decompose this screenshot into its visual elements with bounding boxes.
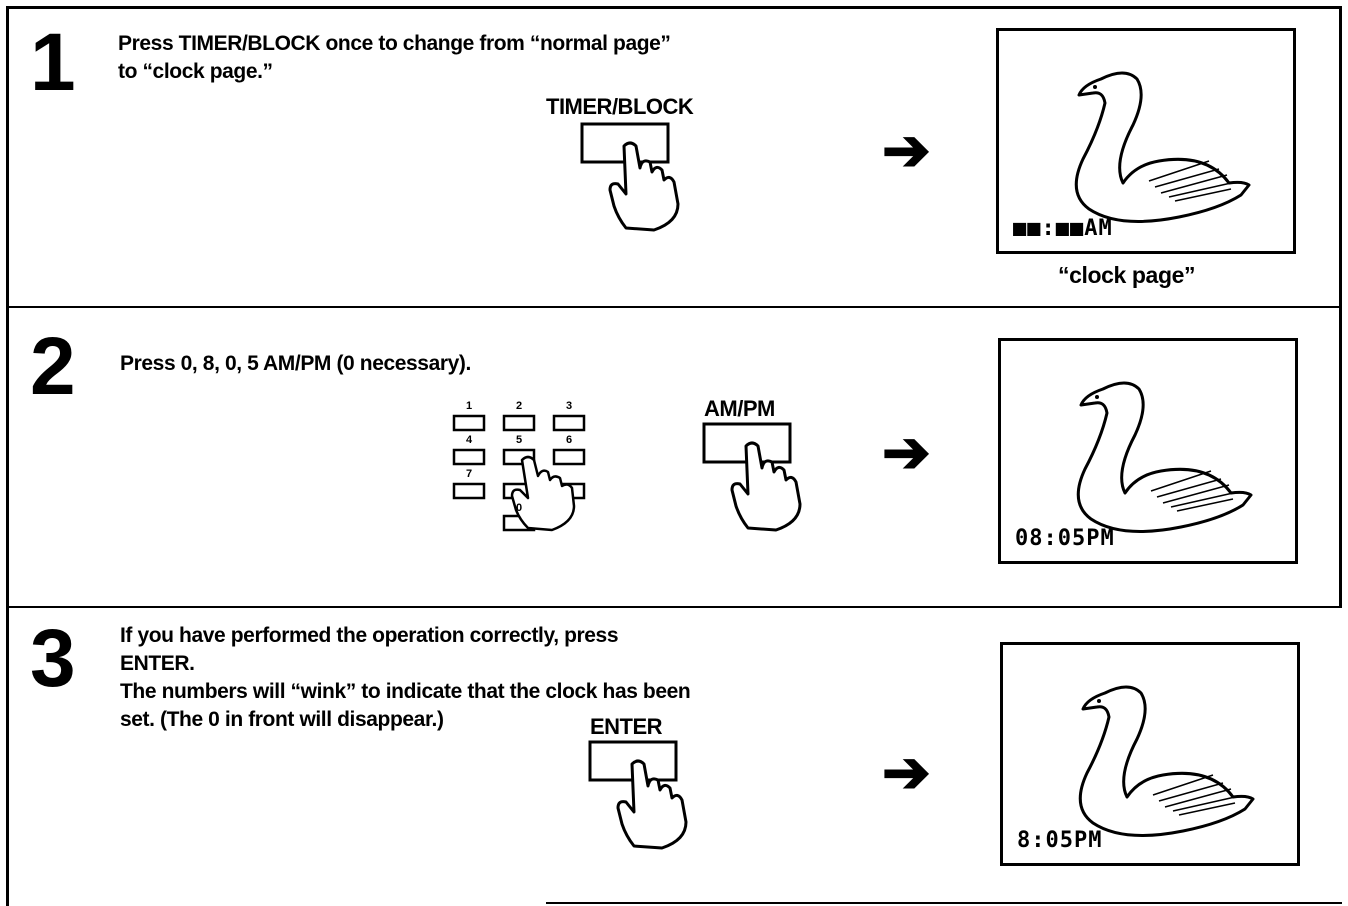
arrow-right-icon: ➔ (882, 424, 931, 482)
enter-button[interactable] (588, 740, 678, 784)
screen-caption: “clock page” (1058, 262, 1195, 289)
step-number: 1 (30, 22, 76, 104)
key-digit[interactable]: 5 (516, 434, 522, 446)
step-divider (6, 306, 1342, 308)
enter-label: ENTER (590, 714, 662, 740)
clock-display: 08:05PM (1015, 526, 1115, 551)
pressing-hand-icon (702, 422, 832, 532)
tv-screen: 08:05PM (998, 338, 1298, 564)
arrow-right-icon: ➔ (882, 122, 931, 180)
clock-display: 8:05PM (1017, 828, 1102, 853)
key-digit[interactable]: 4 (466, 434, 472, 446)
step-instruction: Press TIMER/BLOCK once to change from “n… (118, 30, 671, 86)
key-digit[interactable]: 6 (566, 434, 572, 446)
key-digit[interactable]: 3 (566, 400, 572, 412)
bottom-rule (546, 902, 1342, 904)
arrow-right-icon: ➔ (882, 744, 931, 802)
key-digit[interactable]: 2 (516, 400, 522, 412)
tv-screen: 8:05PM (1000, 642, 1300, 866)
key-digit[interactable]: 7 (466, 468, 472, 480)
key-digit[interactable]: 0 (516, 502, 522, 514)
numeric-keypad: 1 2 3 4 5 6 7 0 (450, 398, 600, 538)
step-number: 3 (30, 618, 76, 700)
tv-screen: ■■:■■AM (996, 28, 1296, 254)
pressing-hand-icon (580, 122, 710, 232)
key-digit[interactable]: 1 (466, 400, 472, 412)
timer-block-label: TIMER/BLOCK (546, 94, 693, 120)
step-divider (6, 606, 1342, 608)
clock-display: ■■:■■AM (1013, 216, 1113, 241)
timer-block-button[interactable] (580, 122, 670, 166)
am-pm-label: AM/PM (704, 396, 775, 422)
pressing-hand-icon (588, 740, 718, 850)
step-instruction: Press 0, 8, 0, 5 AM/PM (0 necessary). (120, 350, 471, 378)
step-number: 2 (30, 326, 76, 408)
am-pm-button[interactable] (702, 422, 792, 466)
